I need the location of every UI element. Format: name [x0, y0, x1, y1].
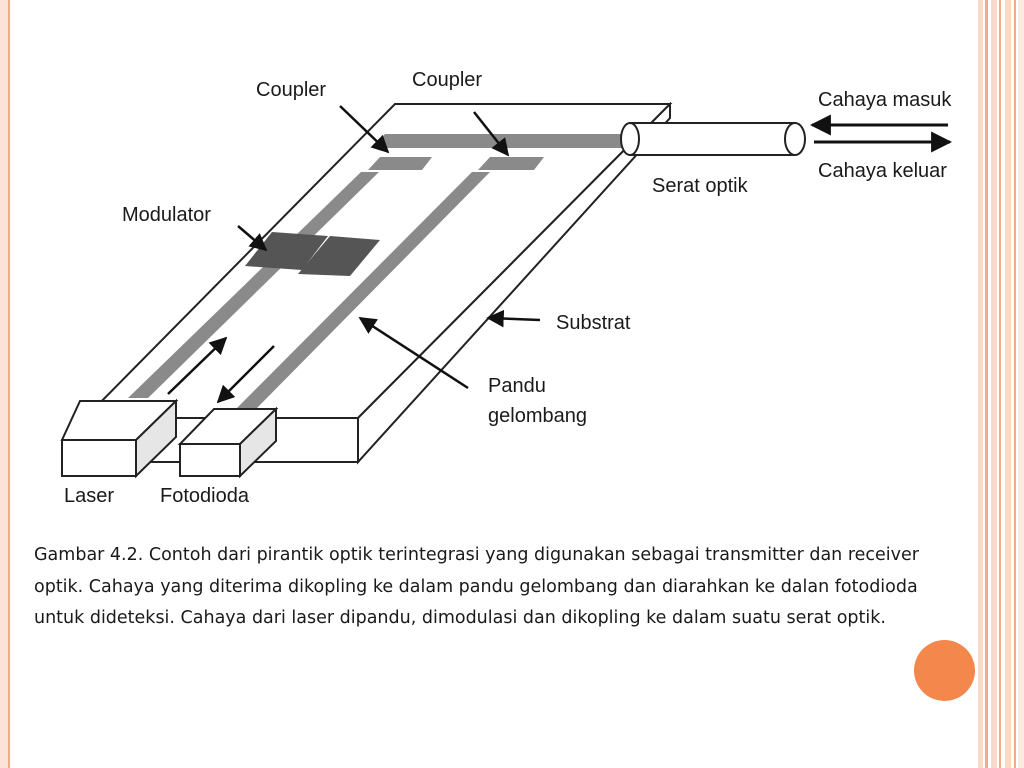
coupler-right-label: Coupler: [412, 69, 482, 91]
photodiode-light-arrow: [216, 345, 275, 404]
modulator-pad-right: [298, 236, 380, 276]
modulator-label: Modulator: [122, 204, 211, 226]
light-out-label: Cahaya keluar: [818, 160, 947, 182]
optical-fiber: [620, 122, 806, 156]
coupler-left-label: Coupler: [256, 79, 326, 101]
laser-block: [60, 398, 179, 479]
fiber-label: Serat optik: [652, 175, 749, 197]
laser-light-arrow: [167, 336, 228, 395]
waveguide-label-line2: gelombang: [488, 405, 587, 427]
waveguide-left: [128, 172, 379, 398]
substrate-arrow: [486, 309, 541, 328]
coupler-left-pad: [368, 157, 432, 170]
light-in-label: Cahaya masuk: [818, 89, 952, 111]
modulator-arrow: [237, 225, 268, 252]
waveguide-arrow: [358, 316, 469, 390]
substrate-label: Substrat: [556, 312, 631, 334]
left-frame-border: [0, 0, 10, 768]
left-frame-line: [8, 0, 10, 768]
photodiode-block: [177, 406, 279, 479]
waveguide-label-line1: Pandu: [488, 375, 546, 397]
laser-label: Laser: [64, 485, 114, 507]
integrated-optics-diagram: Coupler Coupler Modulator Cahaya masuk C…: [60, 69, 952, 507]
coupler-right-pad: [478, 157, 544, 170]
decorative-orange-circle: [914, 640, 975, 701]
waveguide-right: [235, 172, 490, 410]
coupler-left-arrow: [339, 105, 390, 154]
photodiode-label: Fotodioda: [160, 485, 250, 507]
coupler-right-arrow: [473, 111, 510, 157]
figure-caption: Gambar 4.2. Contoh dari pirantik optik t…: [34, 545, 919, 628]
